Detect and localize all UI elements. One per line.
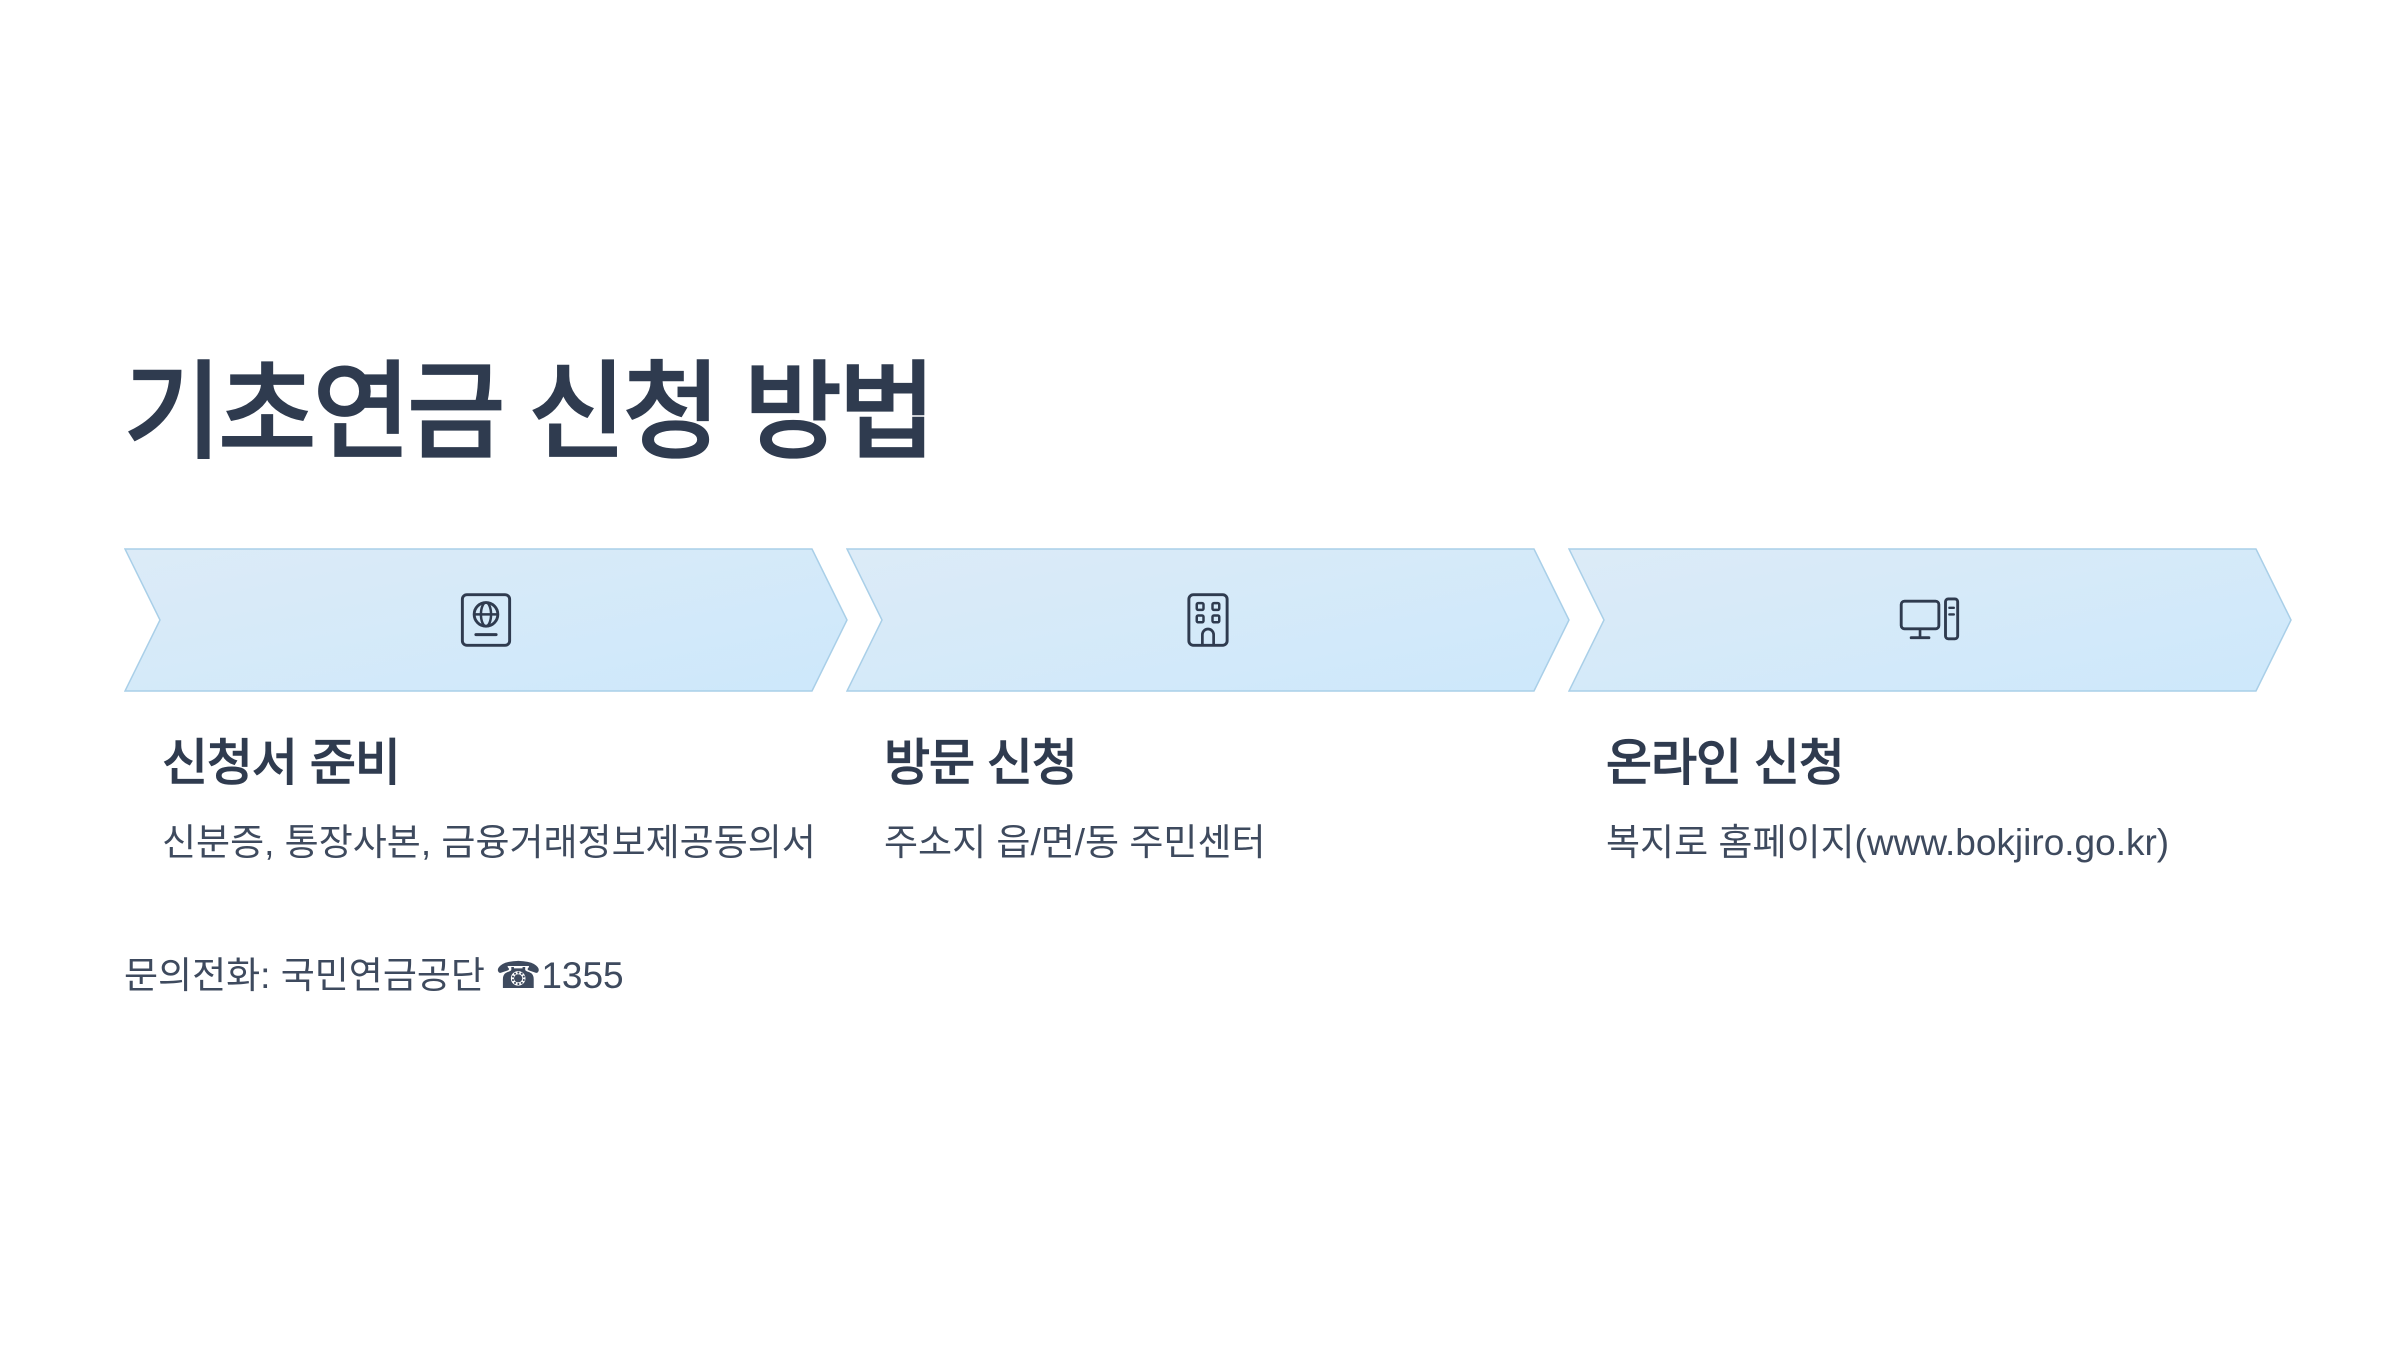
chevron-arrow — [124, 548, 848, 692]
passport-icon — [460, 593, 512, 647]
chevron-shape — [846, 548, 1570, 692]
process-step-visit-application: 방문 신청 주소지 읍/면/동 주민센터 — [846, 548, 1570, 863]
process-step-online-application: 온라인 신청 복지로 홈페이지(www.bokjiro.go.kr) — [1568, 548, 2292, 863]
computer-icon — [1899, 597, 1960, 641]
step-title: 신청서 준비 — [162, 735, 401, 791]
chevron-shape — [1568, 548, 2292, 692]
chevron-arrow — [846, 548, 1570, 692]
process-step-prepare-application: 신청서 준비 신분증, 통장사본, 금융거래정보제공동의서 — [124, 548, 848, 863]
page-title: 기초연금 신청 방법 — [124, 354, 936, 472]
step-description: 복지로 홈페이지(www.bokjiro.go.kr) — [1606, 822, 2170, 863]
chevron-arrow — [1568, 548, 2292, 692]
step-description: 주소지 읍/면/동 주민센터 — [884, 822, 1266, 863]
step-title: 방문 신청 — [884, 735, 1078, 791]
contact-phone-text: 문의전화: 국민연금공단 ☎1355 — [124, 955, 624, 996]
chevron-shape — [124, 548, 848, 692]
building-icon — [1187, 593, 1229, 647]
step-description: 신분증, 통장사본, 금융거래정보제공동의서 — [162, 822, 816, 863]
step-title: 온라인 신청 — [1606, 735, 1845, 791]
